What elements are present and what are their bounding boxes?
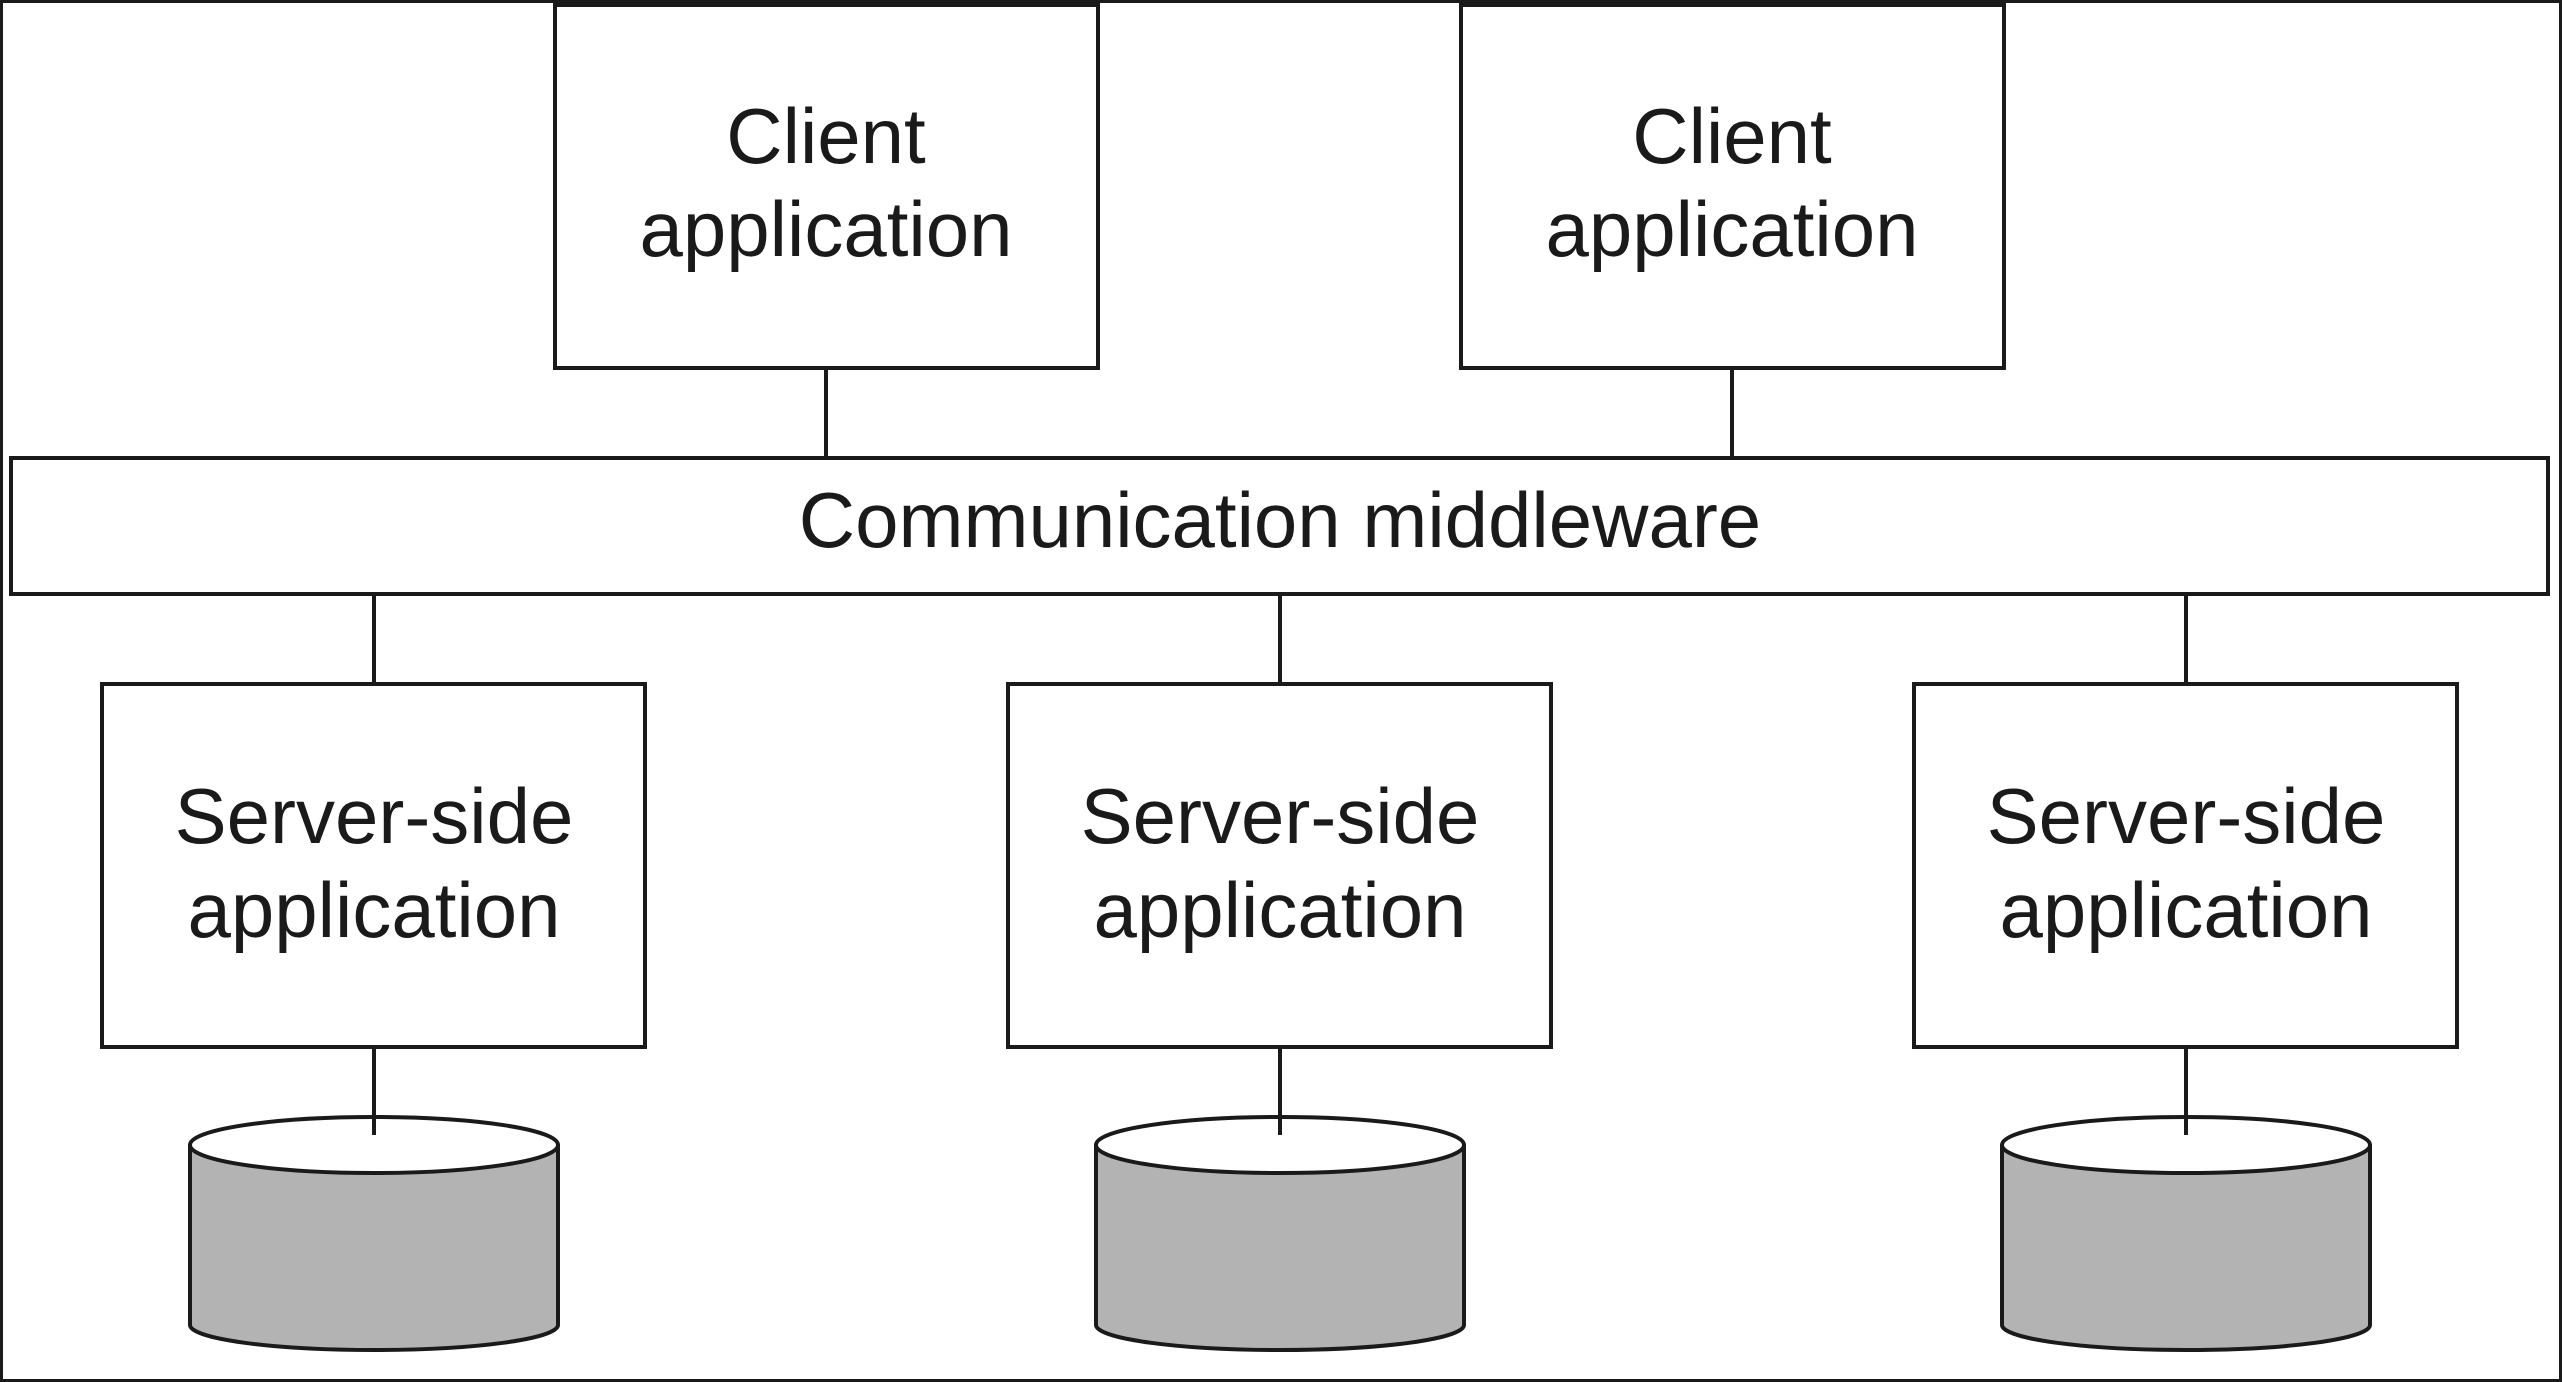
database-icon [2000, 1115, 2372, 1352]
server-label-line-2: application [188, 866, 561, 954]
server-label-line-1: Server-side [1081, 772, 1480, 860]
server-label-line-2: application [2000, 866, 2373, 954]
server-label-line-2: application [1094, 866, 1467, 954]
client-label-line-2: application [1546, 185, 1919, 273]
server-label-line-1: Server-side [1987, 772, 2386, 860]
client-application-box: Client application [553, 3, 1100, 370]
middleware-label: Communication middleware [799, 476, 1761, 564]
server-side-application-box: Server-side application [1006, 682, 1553, 1049]
client-label-line-2: application [640, 185, 1013, 273]
communication-middleware-bar: Communication middleware [9, 456, 2550, 596]
server-side-application-box: Server-side application [100, 682, 647, 1049]
client-label-line-1: Client [726, 92, 926, 180]
server-side-application-box: Server-side application [1912, 682, 2459, 1049]
client-label-line-1: Client [1632, 92, 1832, 180]
database-icon [1094, 1115, 1466, 1352]
client-application-box: Client application [1459, 3, 2006, 370]
database-icon [188, 1115, 560, 1352]
server-label-line-1: Server-side [175, 772, 574, 860]
